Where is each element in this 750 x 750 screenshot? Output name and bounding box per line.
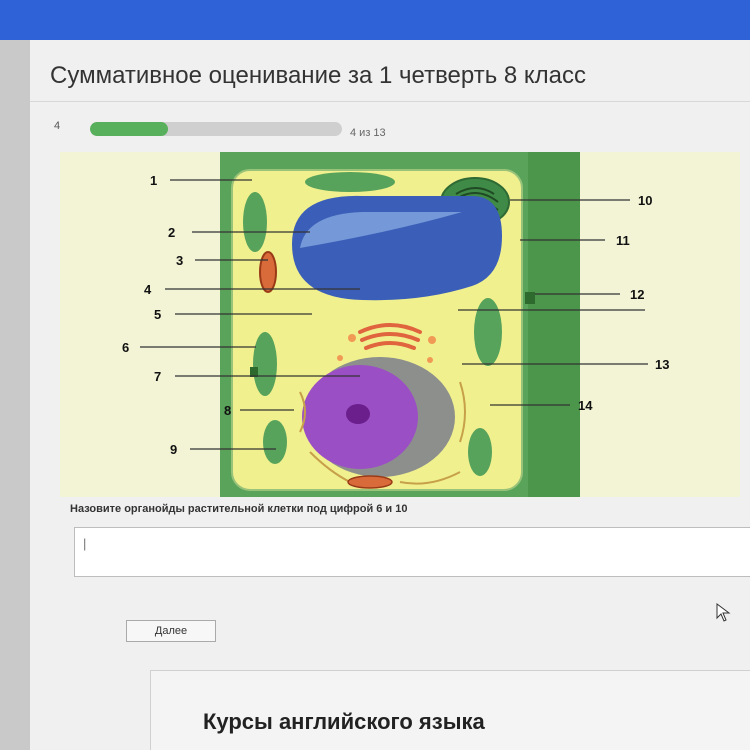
- next-button[interactable]: Далее: [126, 620, 216, 642]
- leader-lines-right: [458, 199, 648, 406]
- figure-label-4: 4: [144, 282, 152, 297]
- figure-label-8: 8: [224, 403, 231, 418]
- figure-label-14: 14: [578, 398, 593, 413]
- chloroplast: [305, 172, 395, 192]
- figure-label-10: 10: [638, 193, 652, 208]
- plant-cell-diagram: 1 2 3 4 5 6 7 8 9 10 11 12 13 14: [60, 152, 740, 497]
- question-text: Назовите органойды растительной клетки п…: [70, 503, 408, 515]
- chloroplast: [474, 298, 502, 366]
- quiz-page: Суммативное оценивание за 1 четверть 8 к…: [30, 40, 750, 750]
- chloroplast: [243, 192, 267, 252]
- page-header: Суммативное оценивание за 1 четверть 8 к…: [30, 40, 750, 102]
- progress-text: 4 из 13: [350, 127, 386, 139]
- mitochondrion: [259, 251, 277, 293]
- mouse-cursor-icon: [716, 603, 731, 622]
- figure-label-7: 7: [154, 369, 161, 384]
- chloroplast: [263, 420, 287, 464]
- figure-label-9: 9: [170, 442, 177, 457]
- answer-input[interactable]: [74, 527, 750, 577]
- browser-top-bar: [0, 0, 750, 40]
- vacuole: [292, 195, 502, 301]
- nucleolus: [346, 404, 370, 424]
- chloroplast: [468, 428, 492, 476]
- figure-label-11: 11: [616, 233, 630, 248]
- progress-bar: [90, 122, 342, 136]
- figure-label-13: 13: [655, 357, 669, 372]
- card-title: Курсы английского языка: [203, 709, 485, 734]
- figure-label-2: 2: [168, 225, 175, 240]
- figure-label-1: 1: [150, 173, 157, 188]
- figure-label-3: 3: [176, 253, 183, 268]
- english-courses-card[interactable]: Курсы английского языка: [150, 670, 750, 750]
- figure-label-12: 12: [630, 287, 644, 302]
- plasmodesma: [525, 292, 535, 304]
- figure-label-6: 6: [122, 340, 129, 355]
- question-number: 4: [54, 120, 61, 132]
- neighbor-cell-wall: [528, 152, 580, 497]
- plasmodesma: [250, 367, 258, 377]
- plant-cell-figure: 1 2 3 4 5 6 7 8 9 10 11 12 13 14: [60, 152, 740, 497]
- chloroplast: [253, 332, 277, 396]
- page-title: Суммативное оценивание за 1 четверть 8 к…: [50, 62, 587, 89]
- progress-bar-fill: [90, 122, 168, 136]
- mitochondrion: [347, 475, 393, 489]
- figure-label-5: 5: [154, 307, 161, 322]
- leader-lines-left: [140, 179, 360, 450]
- endoplasmic-reticulum: [299, 381, 466, 485]
- golgi-apparatus: [358, 323, 422, 350]
